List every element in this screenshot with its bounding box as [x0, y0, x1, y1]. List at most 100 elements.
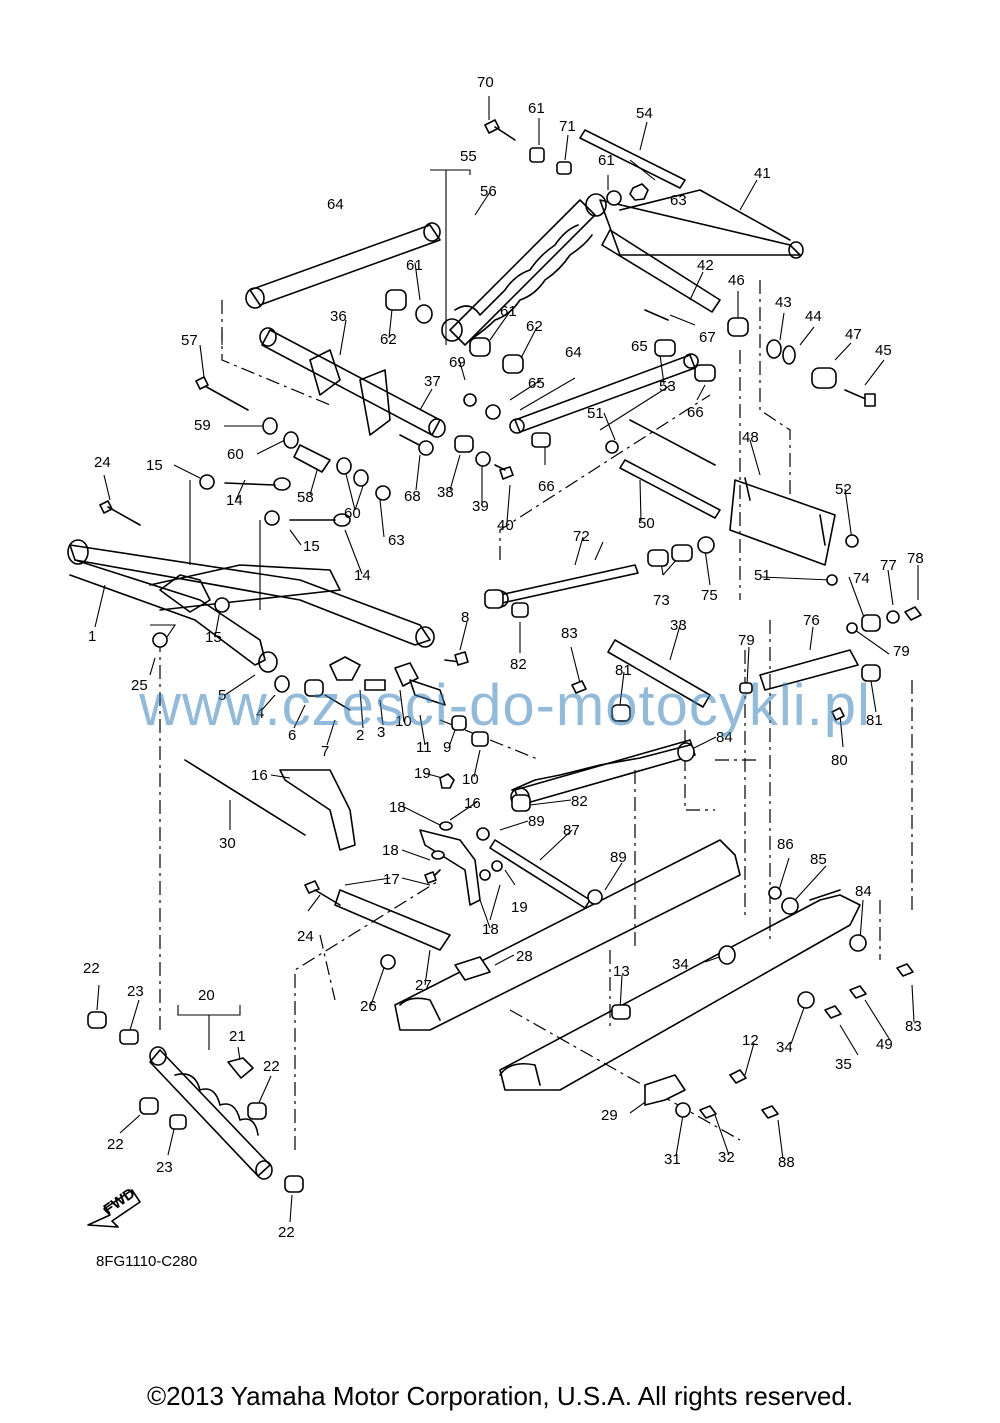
rear-shock: [441, 193, 607, 346]
callout-5: 5: [218, 687, 226, 704]
callout-65b: 65: [528, 375, 545, 392]
callout-27: 27: [415, 977, 432, 994]
bolt-30: [184, 759, 306, 836]
callout-14a: 14: [226, 492, 243, 509]
callout-8: 8: [461, 609, 469, 626]
rear-arm: [599, 189, 804, 313]
callout-3: 3: [377, 724, 385, 741]
small-parts: [87, 119, 922, 1193]
callout-22b: 22: [263, 1058, 280, 1075]
callout-82a: 82: [510, 656, 527, 673]
copyright-notice: ©2013 Yamaha Motor Corporation, U.S.A. A…: [146, 1381, 854, 1411]
callout-82b: 82: [571, 793, 588, 810]
diagram-code: 8FG1110-C280: [96, 1253, 198, 1270]
callout-77: 77: [880, 557, 897, 574]
callout-73: 73: [653, 592, 670, 609]
callout-24b: 24: [297, 928, 314, 945]
callout-85: 85: [810, 851, 827, 868]
callout-18c: 18: [482, 921, 499, 938]
callout-84b: 84: [855, 883, 872, 900]
callout-55: 55: [460, 148, 477, 165]
shaft-33: [607, 639, 711, 708]
callout-83a: 83: [561, 625, 578, 642]
fwd-arrow-icon: [87, 1189, 141, 1228]
callout-labels: 1 2 3 4 5 6 7 8 9 10 10 11 12 13 14 14 1…: [83, 74, 924, 1241]
callout-66b: 66: [538, 478, 555, 495]
callout-50: 50: [638, 515, 655, 532]
callout-51a: 51: [587, 405, 604, 422]
callout-41: 41: [754, 165, 771, 182]
callout-84a: 84: [716, 729, 733, 746]
callout-68: 68: [404, 488, 421, 505]
leaders: [94, 96, 919, 1223]
callout-32: 32: [718, 1149, 735, 1166]
callout-65a: 65: [631, 338, 648, 355]
stopper-bracket: [729, 479, 836, 566]
callout-23a: 23: [127, 983, 144, 1000]
rod-64-upper: [249, 224, 441, 306]
callout-81a: 81: [615, 662, 632, 679]
callout-34b: 34: [776, 1039, 793, 1056]
callout-21: 21: [229, 1028, 246, 1045]
callout-61d: 61: [500, 303, 517, 320]
callout-74: 74: [853, 570, 870, 587]
callout-88: 88: [778, 1154, 795, 1171]
callout-7: 7: [321, 743, 329, 760]
callout-14b: 14: [354, 567, 371, 584]
callout-4: 4: [256, 705, 264, 722]
callout-25: 25: [131, 677, 148, 694]
callout-54: 54: [636, 105, 653, 122]
upper-arm: [259, 327, 446, 438]
slide-rails: [394, 839, 861, 1091]
callout-11: 11: [416, 739, 432, 756]
callout-72: 72: [573, 528, 590, 545]
callout-12: 12: [742, 1032, 759, 1049]
callout-18b: 18: [382, 842, 399, 859]
shaft-87: [489, 839, 591, 909]
callout-40: 40: [497, 517, 514, 534]
callout-35: 35: [835, 1056, 852, 1073]
callout-1: 1: [88, 628, 96, 645]
front-shock: [149, 1046, 273, 1180]
callout-18a: 18: [389, 799, 406, 816]
callout-75: 75: [701, 587, 718, 604]
callout-20: 20: [198, 987, 215, 1004]
callout-48: 48: [742, 429, 759, 446]
callout-80: 80: [831, 752, 848, 769]
callout-42: 42: [697, 257, 714, 274]
adjuster-76: [759, 649, 859, 691]
callout-60b: 60: [344, 505, 361, 522]
callout-62a: 62: [380, 331, 397, 348]
callout-34a: 34: [672, 956, 689, 973]
callout-39: 39: [472, 498, 489, 515]
callout-19b: 19: [511, 899, 528, 916]
callout-15b: 15: [303, 538, 320, 555]
callout-22c: 22: [107, 1136, 124, 1153]
callout-78: 78: [907, 550, 924, 567]
callout-49: 49: [876, 1036, 893, 1053]
callout-29: 29: [601, 1107, 618, 1124]
callout-67: 67: [699, 329, 716, 346]
callout-16b: 16: [464, 795, 481, 812]
callout-51b: 51: [754, 567, 771, 584]
callout-9: 9: [443, 739, 451, 756]
callout-37: 37: [424, 373, 441, 390]
callout-83b: 83: [905, 1018, 922, 1035]
callout-57: 57: [181, 332, 198, 349]
callout-62b: 62: [526, 318, 543, 335]
callout-36: 36: [330, 308, 347, 325]
callout-89b: 89: [610, 849, 627, 866]
link-72: [499, 564, 639, 604]
callout-69: 69: [449, 354, 466, 371]
callout-79a: 79: [738, 632, 755, 649]
bar-54: [579, 129, 686, 189]
callout-22d: 22: [278, 1224, 295, 1241]
shaft-53: [629, 419, 716, 466]
callout-33: 33: [670, 617, 687, 634]
callout-43: 43: [775, 294, 792, 311]
front-arm: [67, 539, 435, 673]
shaft-50: [619, 459, 721, 519]
callout-63a: 63: [670, 192, 687, 209]
callout-16a: 16: [251, 767, 268, 784]
